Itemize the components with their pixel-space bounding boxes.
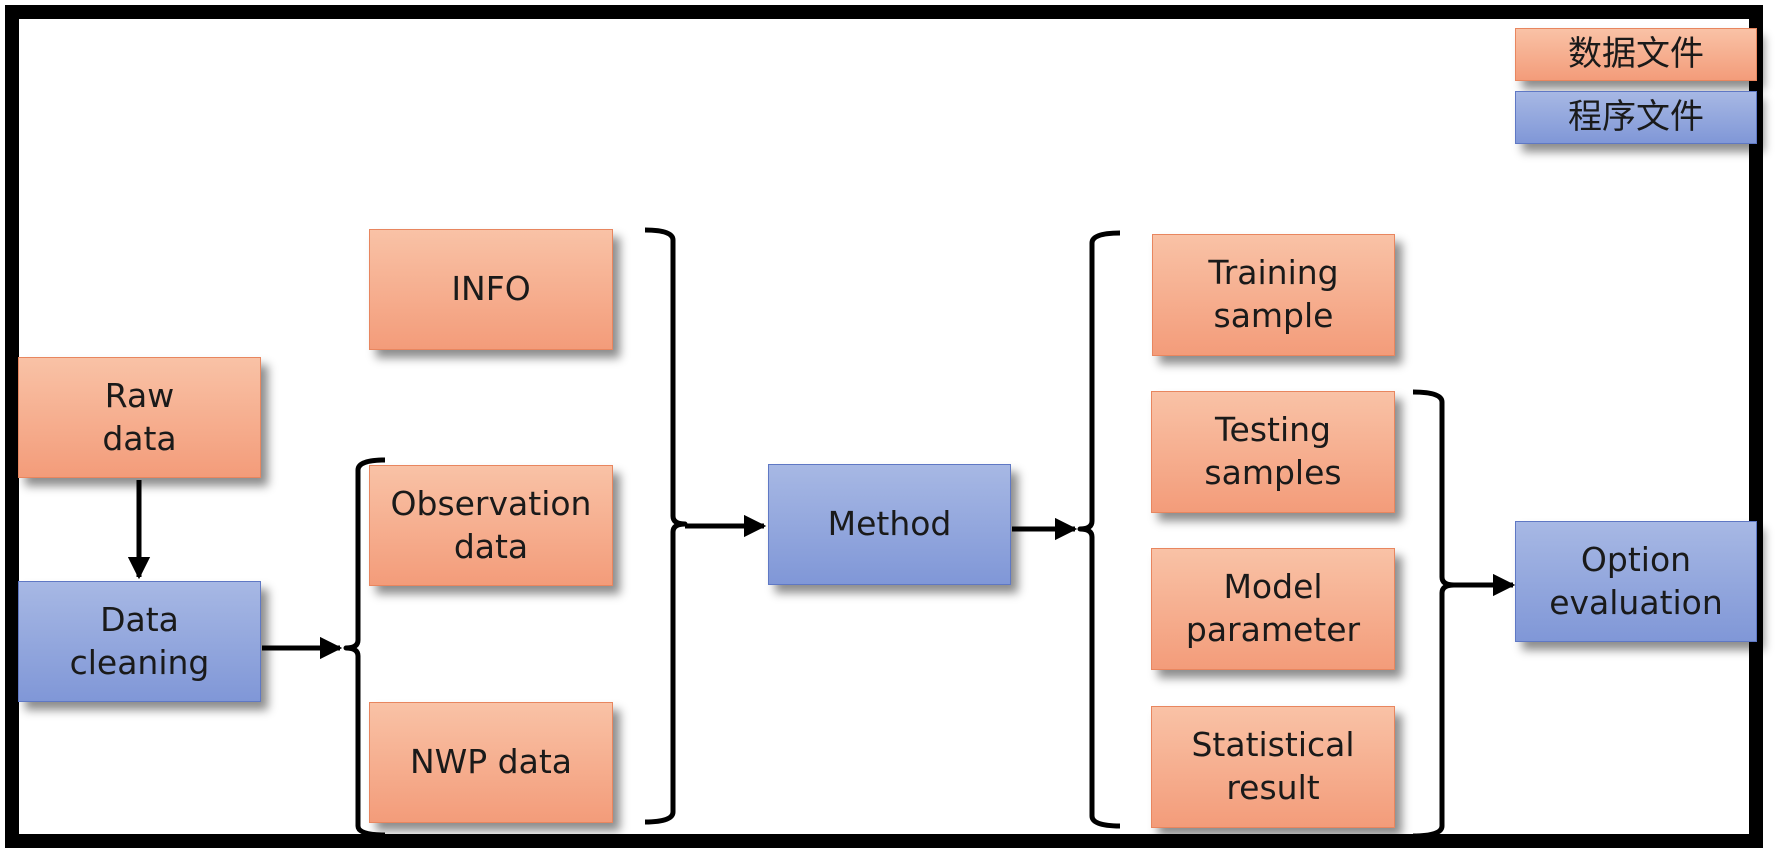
- legend-program-file-label: 程序文件: [1568, 97, 1704, 138]
- node-statistical-result-label: Statistical result: [1191, 725, 1355, 807]
- node-data-cleaning-label: Data cleaning: [69, 599, 210, 682]
- node-info: INFO: [369, 229, 613, 350]
- node-raw-data: Raw data: [18, 357, 261, 478]
- bracket-observation-nwp: [343, 457, 386, 838]
- node-observation-data: Observation data: [369, 465, 613, 586]
- node-observation-data-label: Observation data: [390, 483, 592, 566]
- node-method-label: Method: [827, 504, 952, 544]
- node-training-sample: Training sample: [1152, 234, 1395, 356]
- bracket-evaluation-inputs: [1412, 389, 1457, 839]
- legend-data-file: 数据文件: [1515, 28, 1757, 81]
- node-option-evaluation: Option evaluation: [1515, 521, 1757, 642]
- bracket-outputs: [1077, 230, 1121, 829]
- node-raw-data-label: Raw data: [102, 375, 177, 458]
- node-nwp-data: NWP data: [369, 702, 613, 823]
- legend-program-file: 程序文件: [1515, 91, 1757, 144]
- node-testing-samples: Testing samples: [1151, 391, 1395, 513]
- node-testing-samples-label: Testing samples: [1204, 410, 1342, 492]
- node-statistical-result: Statistical result: [1151, 706, 1395, 828]
- bracket-inputs: [644, 227, 688, 825]
- node-info-label: INFO: [451, 269, 531, 309]
- node-data-cleaning: Data cleaning: [18, 581, 261, 702]
- diagram-frame: [5, 5, 1763, 848]
- node-method: Method: [768, 464, 1011, 585]
- legend-data-file-label: 数据文件: [1568, 34, 1704, 75]
- node-training-sample-label: Training sample: [1208, 253, 1339, 335]
- node-option-evaluation-label: Option evaluation: [1549, 539, 1723, 622]
- node-model-parameter: Model parameter: [1151, 548, 1395, 670]
- node-nwp-data-label: NWP data: [409, 742, 573, 782]
- node-model-parameter-label: Model parameter: [1185, 567, 1361, 649]
